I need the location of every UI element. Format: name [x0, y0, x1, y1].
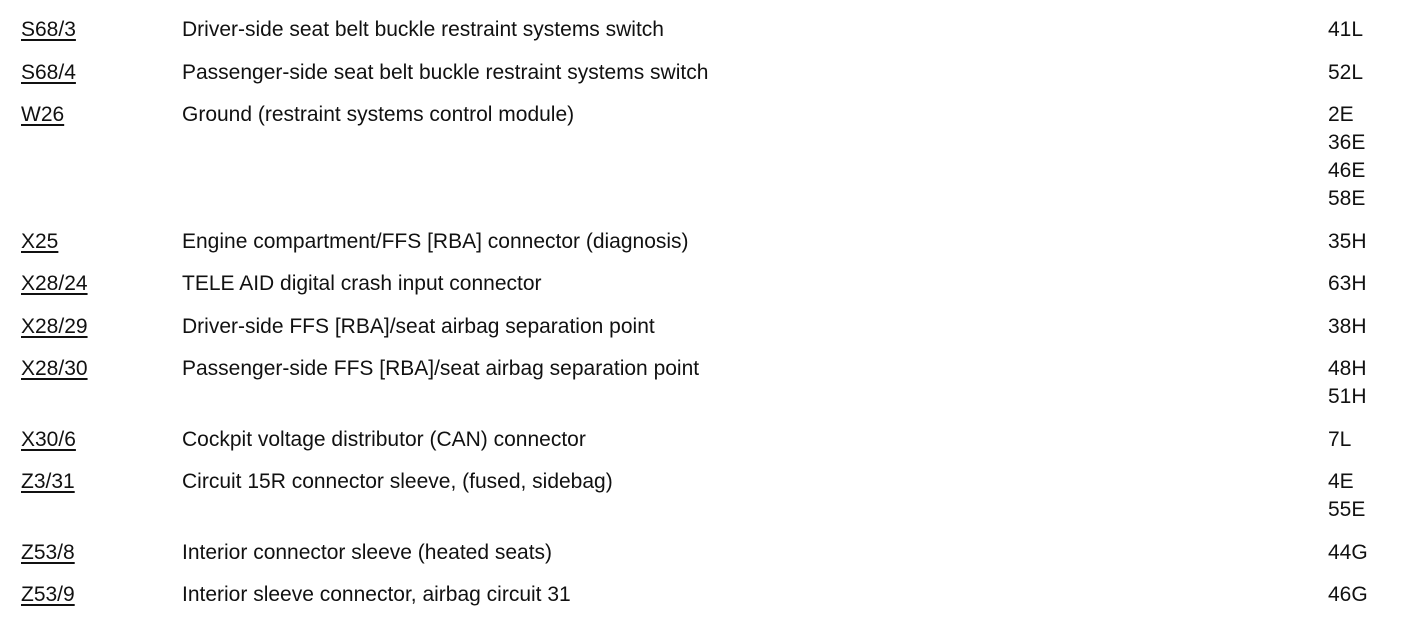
- component-code-link[interactable]: X28/30: [21, 357, 88, 380]
- grid-location: 55E: [1328, 498, 1366, 521]
- legend-row: X30/6 Cockpit voltage distributor (CAN) c…: [0, 426, 1408, 454]
- grid-location-list: 7L: [1328, 426, 1351, 454]
- grid-location: 58E: [1328, 187, 1366, 210]
- legend-row: X28/30 Passenger-side FFS [RBA]/seat airb…: [0, 355, 1408, 411]
- component-description: Interior connector sleeve (heated seats): [182, 540, 553, 564]
- grid-location-list: 63H: [1328, 270, 1367, 298]
- component-code-link[interactable]: S68/4: [21, 60, 76, 84]
- component-description: Cockpit voltage distributor (CAN) connec…: [182, 427, 586, 451]
- component-description: TELE AID digital crash input connector: [182, 272, 542, 295]
- component-description: Circuit 15R connector sleeve, (fused, si…: [182, 470, 613, 493]
- legend-row: Z53/9 Interior sleeve connector, airbag c…: [0, 581, 1408, 609]
- component-code-link[interactable]: S68/3: [21, 18, 76, 41]
- grid-location: 4E: [1328, 470, 1354, 493]
- grid-location: 63H: [1328, 272, 1367, 295]
- component-description: Passenger-side seat belt buckle restrain…: [182, 60, 709, 84]
- legend-row: X28/24 TELE AID digital crash input conne…: [0, 270, 1408, 298]
- grid-location: 41L: [1328, 18, 1364, 41]
- grid-location: 35H: [1328, 229, 1367, 253]
- grid-location: 52L: [1328, 60, 1364, 84]
- grid-location-list: 46G: [1328, 581, 1368, 609]
- legend-row: S68/3 Driver-side seat belt buckle restra…: [0, 16, 1408, 44]
- grid-location-list: 44G: [1328, 539, 1368, 567]
- grid-location: 46G: [1328, 583, 1368, 606]
- component-description: Ground (restraint systems control module…: [182, 103, 575, 126]
- legend-row: X25 Engine compartment/FFS [RBA] connecto…: [0, 228, 1408, 256]
- grid-location: 36E: [1328, 131, 1366, 154]
- legend-row: W26 Ground (restraint systems control mod…: [0, 101, 1408, 213]
- legend-row: S68/4 Passenger-side seat belt buckle res…: [0, 59, 1408, 87]
- component-code-link[interactable]: X25: [21, 229, 59, 253]
- component-description: Interior sleeve connector, airbag circui…: [182, 583, 571, 606]
- component-description: Engine compartment/FFS [RBA] connector (…: [182, 229, 689, 253]
- component-code-link[interactable]: X28/29: [21, 314, 88, 338]
- component-code-link[interactable]: Z53/8: [21, 540, 75, 564]
- grid-location-list: 41L: [1328, 16, 1363, 44]
- grid-location: 2E: [1328, 103, 1354, 126]
- component-description: Passenger-side FFS [RBA]/seat airbag sep…: [182, 357, 700, 380]
- grid-location: 7L: [1328, 427, 1352, 451]
- component-code-link[interactable]: X28/24: [21, 272, 88, 295]
- grid-location-list: 38H: [1328, 313, 1367, 341]
- component-description: Driver-side FFS [RBA]/seat airbag separa…: [182, 314, 655, 338]
- legend-row: Z53/8 Interior connector sleeve (heated s…: [0, 539, 1408, 567]
- component-code-link[interactable]: Z53/9: [21, 583, 75, 606]
- grid-location-list: 52L: [1328, 59, 1363, 87]
- grid-location-list: 2E 36E 46E 58E: [1328, 101, 1365, 213]
- component-code-link[interactable]: Z3/31: [21, 470, 75, 493]
- grid-location: 38H: [1328, 314, 1367, 338]
- component-code-link[interactable]: W26: [21, 103, 65, 126]
- grid-location: 44G: [1328, 540, 1368, 564]
- grid-location: 46E: [1328, 159, 1366, 182]
- grid-location-list: 35H: [1328, 228, 1367, 256]
- grid-location: 51H: [1328, 385, 1367, 408]
- legend-row: Z3/31 Circuit 15R connector sleeve, (fuse…: [0, 468, 1408, 524]
- legend-row: X28/29 Driver-side FFS [RBA]/seat airbag …: [0, 313, 1408, 341]
- grid-location: 48H: [1328, 357, 1367, 380]
- component-code-link[interactable]: X30/6: [21, 427, 76, 451]
- component-description: Driver-side seat belt buckle restraint s…: [182, 18, 664, 41]
